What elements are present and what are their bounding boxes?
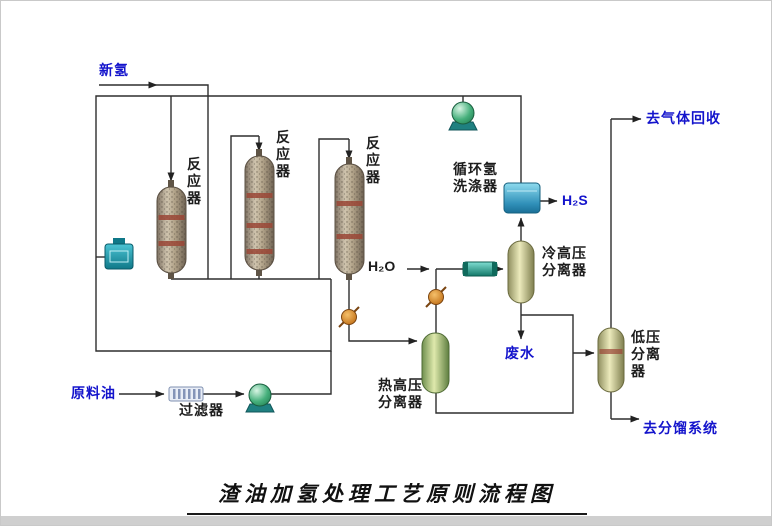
h2s-label: H₂S [562,192,588,208]
exchanger-head [463,262,468,276]
interstage-line-2 [318,138,349,279]
catalyst-band [158,215,185,220]
interstage-line-1 [230,135,259,279]
process-lines [95,81,642,423]
valve-disc-icon-1 [338,306,360,328]
to-fractionation-label: 去分馏系统 [643,420,718,436]
reactor-1-vessel [156,180,187,279]
reactor-3-label: 反 应 器 [366,135,381,185]
fresh-h2-line [157,84,209,279]
catalyst-band [246,249,273,254]
reactor-2-top-nozzle [256,149,262,157]
recycle-hydrogen-scrubber-vessel [503,182,541,214]
catalyst-band [246,223,273,228]
compressor-icon [104,238,134,270]
feed-pump-icon [245,383,275,413]
filter-cartridge-icon [168,386,204,402]
exchanger-head [492,262,497,276]
lp-separator-vessel [597,327,625,393]
recycle-gas-loop-line [95,95,522,352]
hot-hp-separator-vessel [421,332,450,394]
heat-exchanger-icon [462,261,498,277]
reactor-2-label: 反 应 器 [276,129,291,179]
reactor-1-top-nozzle [168,180,174,188]
diagram-title: 渣油加氢处理工艺原则流程图 [187,478,587,515]
cold-hp-separator-label: 冷高压 分离器 [542,245,587,278]
reactor-3-vessel [334,157,365,280]
hot-hp-separator-label: 热高压 分离器 [378,377,423,410]
reactor-3-bottom-nozzle [346,272,352,280]
level-band [599,349,623,354]
pump-discharge-line [271,351,332,395]
reactor-3-top-nozzle [346,157,352,165]
valve-disc-icon-2 [425,286,447,308]
recycle-scrubber-label: 循环氢 洗涤器 [453,161,498,194]
waste-water-label: 废水 [505,345,535,361]
reactor-1-label: 反 应 器 [187,156,202,206]
catalyst-band [336,201,363,206]
bottom-bar [1,516,771,525]
cold-sep-liquid-line [521,314,574,353]
reactor-2-vessel [244,149,275,276]
catalyst-band [246,193,273,198]
fresh-hydrogen-label: 新氢 [99,62,129,78]
to-gas-recovery-label: 去气体回收 [646,110,721,126]
recycle-pump-icon [448,101,478,131]
cold-hp-separator-vessel [507,240,535,304]
h2o-label: H₂O [368,258,396,274]
reactor-2-bottom-nozzle [256,268,262,276]
reactor3-effluent-line [348,274,418,345]
hot-sep-liquid-line [435,353,574,414]
reactor-1-bottom-nozzle [168,271,174,279]
catalyst-band [158,241,185,246]
feed-oil-label: 原料油 [71,385,116,401]
lp-separator-label: 低压 分离 器 [631,329,661,379]
filter-label: 过滤器 [179,402,224,418]
catalyst-band [336,234,363,239]
